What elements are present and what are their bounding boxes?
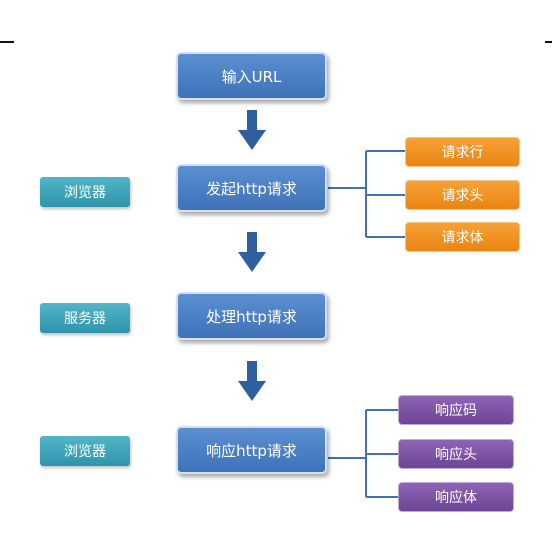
response-part-header: 响应头 [398, 439, 514, 469]
request-part-label: 请求头 [441, 188, 484, 204]
flow-step-label: 响应http请求 [206, 441, 297, 460]
flow-step-label: 发起http请求 [206, 179, 297, 198]
flow-step-input-url: 输入URL [176, 52, 327, 100]
top-left-rule [0, 41, 14, 43]
response-part-body: 响应体 [398, 482, 514, 512]
actor-browser-label: 浏览器 [40, 436, 130, 466]
request-part-header: 请求头 [405, 180, 520, 210]
flow-step-send-request: 发起http请求 [176, 164, 327, 212]
response-part-label: 响应体 [435, 490, 477, 506]
response-part-label: 响应头 [435, 447, 477, 463]
request-part-label: 请求行 [441, 145, 484, 161]
top-right-rule [545, 41, 552, 43]
actor-label: 浏览器 [64, 444, 106, 460]
flow-step-process-request: 处理http请求 [176, 292, 327, 340]
request-bracket [328, 150, 405, 238]
actor-browser-label: 浏览器 [40, 177, 130, 207]
arrow-down-icon [238, 361, 266, 401]
flow-step-respond-request: 响应http请求 [176, 426, 327, 474]
request-part-line: 请求行 [405, 137, 520, 167]
response-part-code: 响应码 [398, 395, 514, 425]
actor-label: 服务器 [64, 311, 106, 327]
arrow-down-icon [238, 110, 266, 150]
actor-server-label: 服务器 [40, 303, 130, 333]
response-part-label: 响应码 [435, 403, 477, 419]
request-part-body: 请求体 [405, 222, 520, 252]
flow-step-label: 输入URL [221, 67, 282, 86]
arrow-down-icon [238, 232, 266, 272]
response-bracket [328, 409, 398, 498]
request-part-label: 请求体 [441, 230, 484, 246]
flow-step-label: 处理http请求 [206, 307, 297, 326]
actor-label: 浏览器 [64, 185, 106, 201]
